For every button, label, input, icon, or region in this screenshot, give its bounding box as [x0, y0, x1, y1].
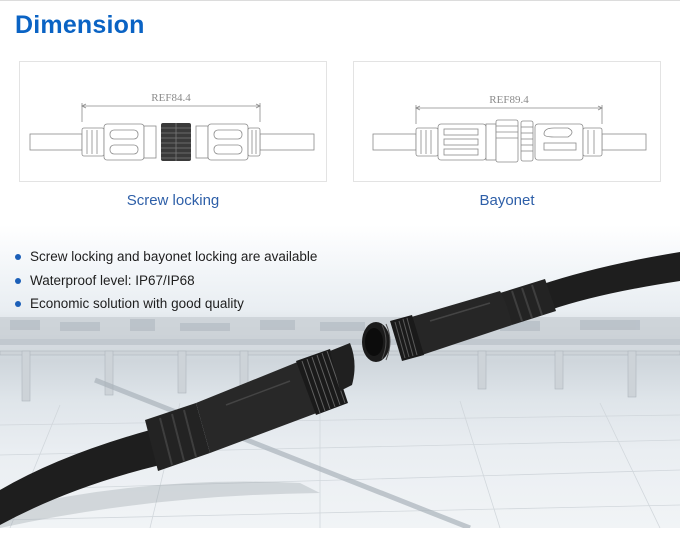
bullet-icon [15, 254, 21, 260]
city-rooftop-background-icon [0, 252, 680, 528]
bayonet-caption: Bayonet [479, 192, 535, 209]
bayonet-connector-drawing-icon: REF89.4 [372, 94, 647, 163]
feature-text: Economic solution with good quality [30, 296, 244, 311]
page-title: Dimension [15, 11, 145, 39]
feature-item: Waterproof level: IP67/IP68 [14, 273, 317, 297]
ref-dimension-label: REF89.4 [489, 94, 529, 106]
connector-pair-photo [0, 225, 680, 528]
bullet-icon [15, 277, 21, 284]
feature-item: Economic solution with good quality [14, 296, 317, 320]
feature-text: Waterproof level: IP67/IP68 [30, 272, 195, 288]
ref-dimension-label: REF84.4 [151, 92, 191, 104]
feature-list: Screw locking and bayonet locking are av… [14, 249, 317, 320]
feature-text: Screw locking and bayonet locking are av… [30, 249, 318, 264]
feature-item: Screw locking and bayonet locking are av… [14, 249, 317, 273]
bullet-icon [15, 301, 21, 307]
top-divider [0, 0, 680, 1]
bayonet-drawing-panel: REF89.4 [353, 61, 661, 182]
screw-locking-caption: Screw locking [126, 192, 220, 209]
screw-connector-drawing-icon: REF84.4 [29, 92, 315, 161]
screw-locking-drawing-panel: REF84.4 [19, 61, 327, 182]
